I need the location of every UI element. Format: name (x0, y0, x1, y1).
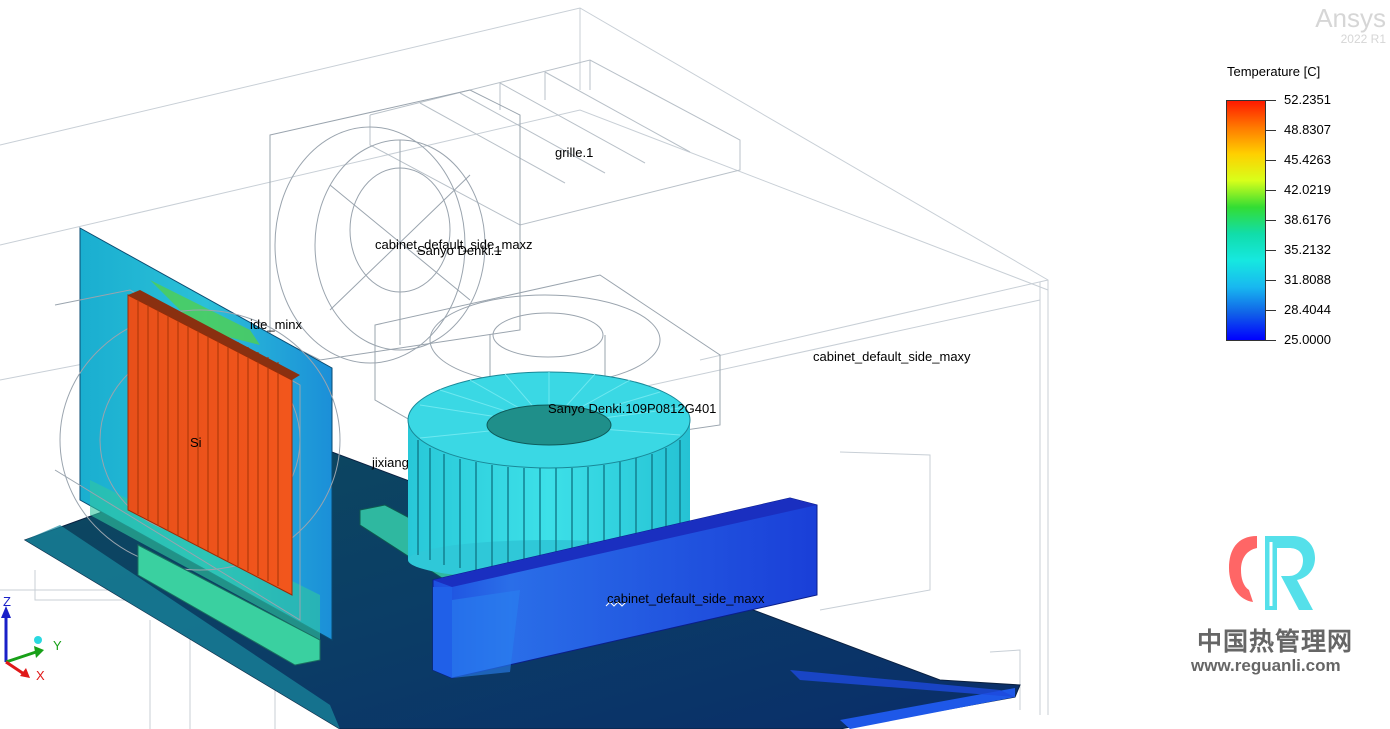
legend-color-bar (1226, 100, 1266, 341)
label-side-maxz: cabinet_default_side_maxz (375, 237, 533, 252)
label-sanyo-fan: Sanyo Denki.1 (417, 243, 502, 258)
legend-tick-mark (1266, 160, 1276, 161)
legend-tick-mark (1266, 130, 1276, 131)
label-side-minx: ide_minx (250, 317, 303, 332)
grille-wireframe (369, 59, 741, 226)
brand-version: 2022 R1 (1340, 32, 1386, 46)
legend-tick-label: 45.4263 (1284, 152, 1331, 167)
watermark-url: www.reguanli.com (1191, 656, 1341, 675)
temperature-legend[interactable]: Temperature [C] 52.2351 48.8307 45.4263 42.… (1220, 60, 1370, 360)
board-edge-highlight (25, 525, 340, 729)
brand-name: Ansys (1315, 3, 1386, 33)
label-side-maxy: cabinet_default_side_maxy (813, 349, 971, 364)
legend-tick-mark (1266, 220, 1276, 221)
triad-graphic (1, 606, 44, 678)
label-jixiang: jixiang (372, 455, 409, 470)
axis-triad[interactable]: Z Y X (0, 590, 80, 690)
legend-tick-label: 25.0000 (1284, 332, 1331, 347)
legend-tick-mark (1266, 280, 1276, 281)
legend-tick-label: 28.4044 (1284, 302, 1331, 317)
board-right-edge (840, 688, 1015, 729)
legend-tick-mark (1266, 340, 1276, 341)
ansys-brand: Ansys 2022 R1 (1315, 4, 1386, 46)
legend-tick-label: 35.2132 (1284, 242, 1331, 257)
legend-tick-label: 42.0219 (1284, 182, 1331, 197)
fan-box-wireframe (374, 274, 721, 461)
axis-z-label: Z (3, 594, 11, 609)
left-riser (137, 544, 321, 666)
legend-tick-mark (1266, 310, 1276, 311)
left-heatsink (127, 290, 300, 596)
resistor-icon (605, 601, 627, 607)
blue-block (432, 497, 818, 679)
legend-tick-label: 48.8307 (1284, 122, 1331, 137)
legend-title: Temperature [C] (1227, 64, 1321, 79)
logo-red-shape (1229, 536, 1257, 602)
legend-tick-label: 52.2351 (1284, 92, 1331, 107)
axis-x-label: X (36, 668, 45, 683)
watermark-chinese: 中国热管理网 (1197, 627, 1354, 656)
axis-y-label: Y (53, 638, 62, 653)
label-si: Si (190, 435, 202, 450)
logo-cyan-shape (1265, 536, 1315, 610)
legend-tick-mark (1266, 190, 1276, 191)
board-slot (790, 670, 1015, 697)
legend-tick-label: 38.6176 (1284, 212, 1331, 227)
reguanli-logo (1229, 536, 1315, 610)
left-plate-hotspot (150, 280, 260, 345)
legend-tick-label: 31.8088 (1284, 272, 1331, 287)
label-side-maxx: cabinet_default_side_maxx (607, 591, 765, 606)
watermark: 中国热管理网 www.reguanli.com (1185, 530, 1365, 680)
label-sanyo-part: Sanyo Denki.109P0812G401 (548, 401, 717, 416)
label-grille: grille.1 (555, 145, 594, 160)
legend-tick-mark (1266, 100, 1276, 101)
top-fan-wireframe (269, 89, 521, 364)
legend-tick-mark (1266, 250, 1276, 251)
